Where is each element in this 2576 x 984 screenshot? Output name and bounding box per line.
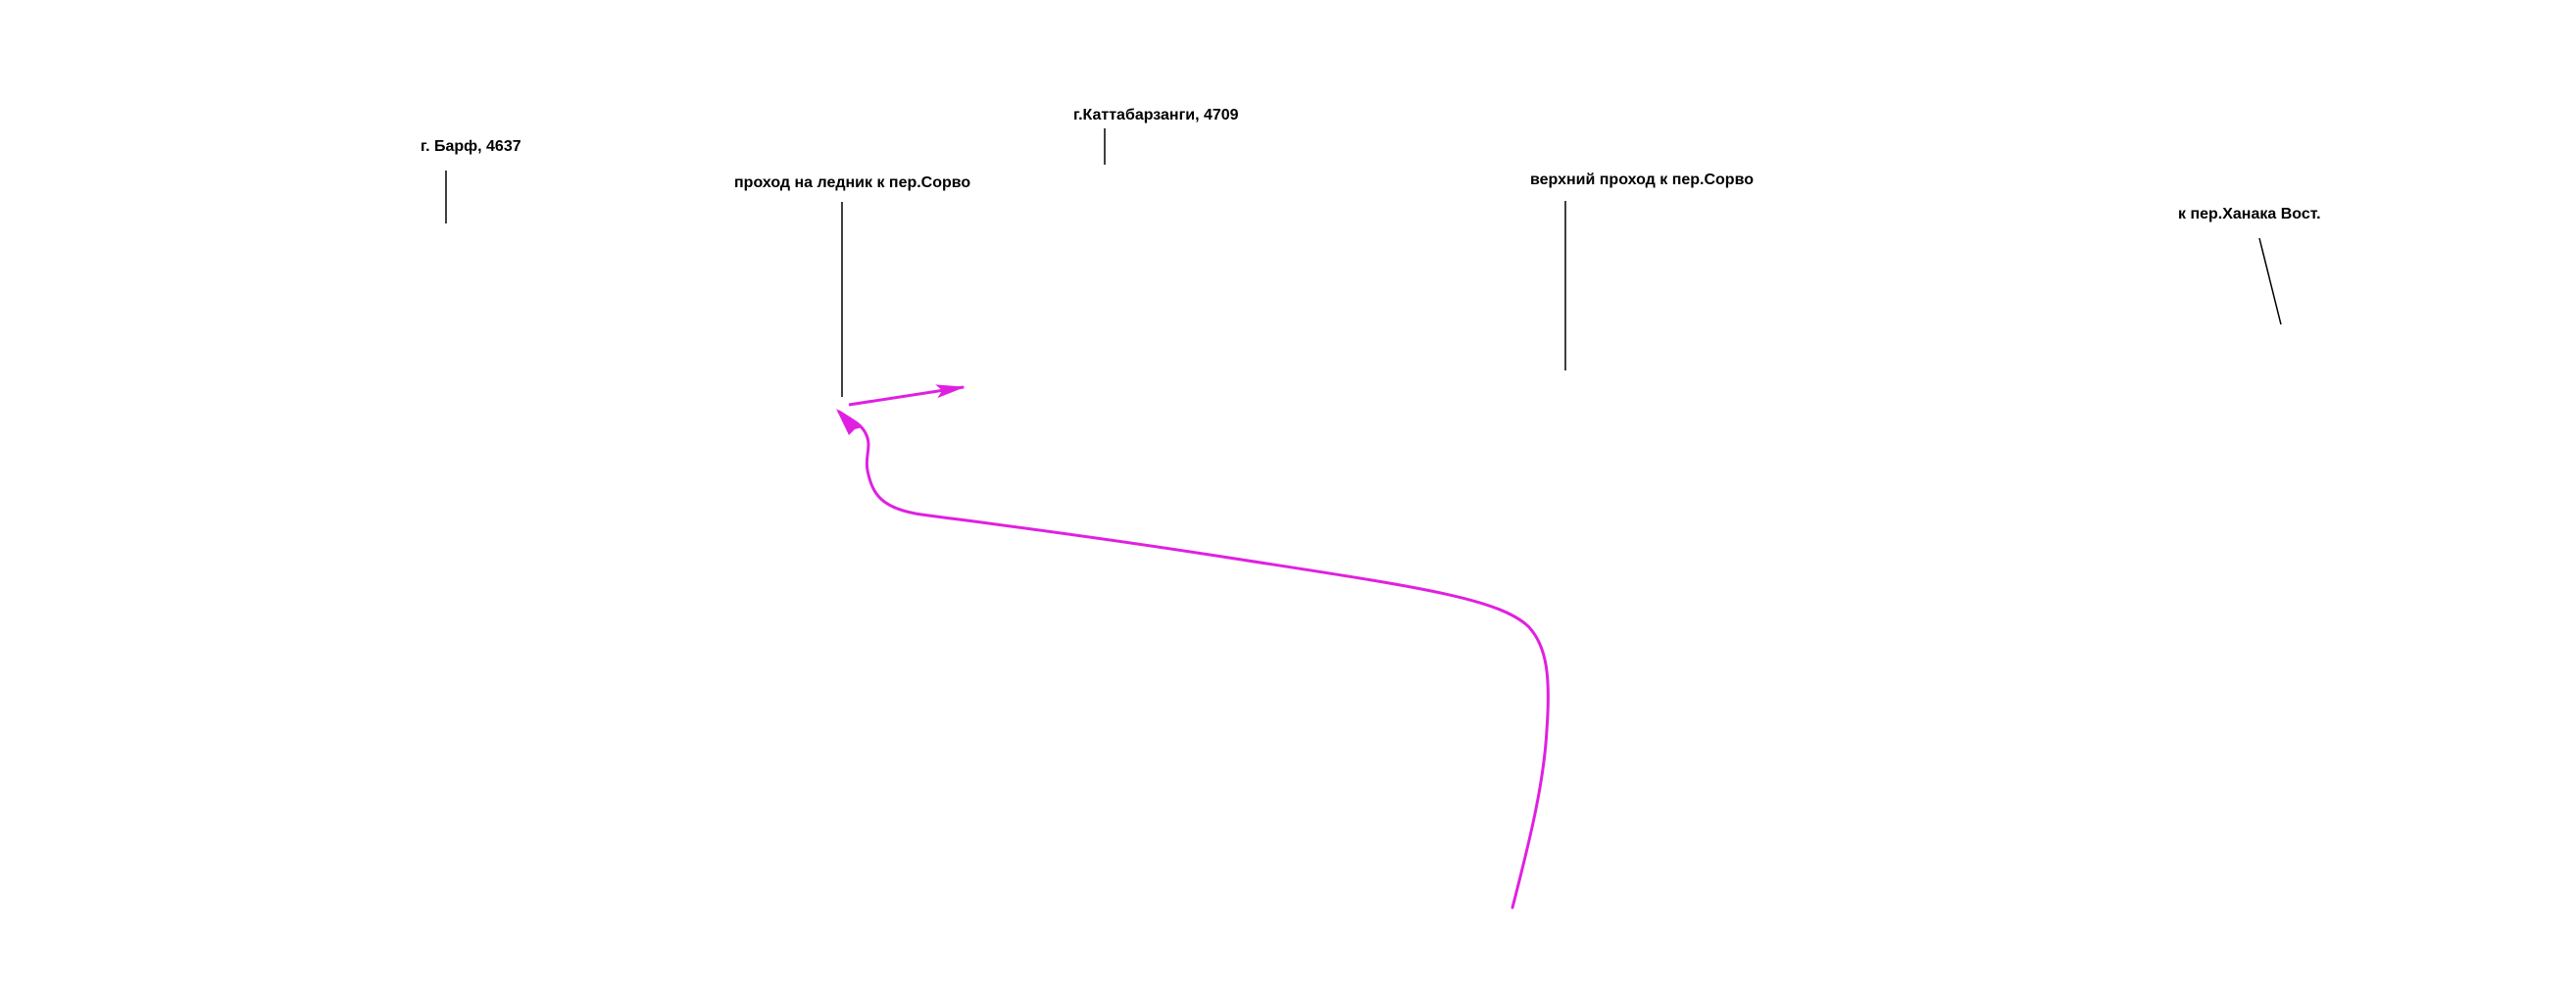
label-sorvo-glacier-passage: проход на ледник к пер.Сорво bbox=[734, 174, 971, 191]
label-barf: г. Барф, 4637 bbox=[421, 138, 521, 155]
label-kattabarzangi: г.Каттабарзанги, 4709 bbox=[1073, 107, 1239, 123]
label-sorvo-upper-passage: верхний проход к пер.Сорво bbox=[1530, 172, 1754, 188]
leader-line-khanaka bbox=[2258, 237, 2282, 325]
route-arrow-right bbox=[848, 384, 966, 407]
route-arrowhead bbox=[836, 409, 863, 435]
route-path bbox=[837, 410, 1550, 910]
label-khanaka-pass: к пер.Ханака Вост. bbox=[2178, 206, 2321, 222]
